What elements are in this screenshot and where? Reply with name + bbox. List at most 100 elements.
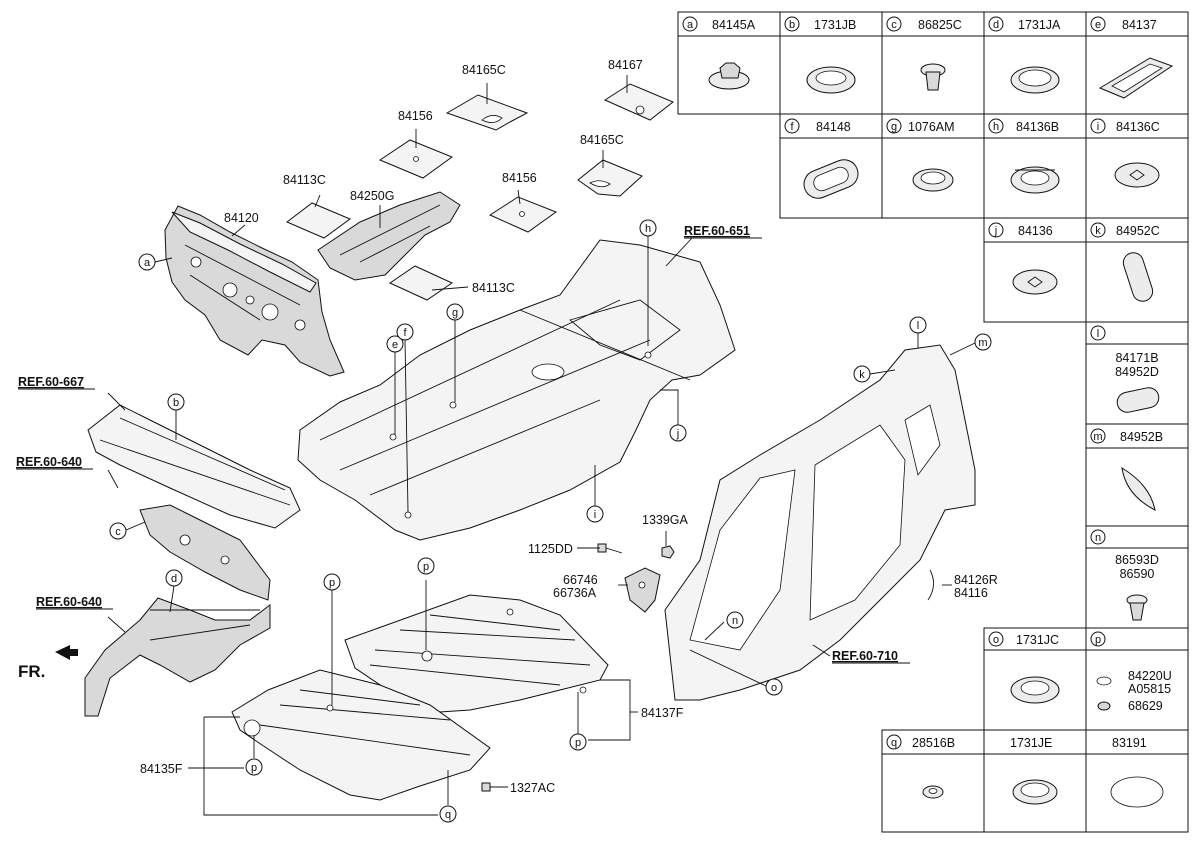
callout-66736A: 66736A — [553, 586, 597, 600]
front-direction-label: FR. — [18, 662, 45, 681]
callout-66746: 66746 — [563, 573, 598, 587]
symbol-84137 — [1098, 57, 1174, 99]
callout-1327AC: 1327AC — [510, 781, 555, 795]
leader-lines — [107, 75, 976, 816]
marker-b: b — [167, 393, 185, 411]
symbol-1731JE — [1012, 779, 1058, 805]
symbol-1731JC — [1010, 676, 1060, 704]
callout-84120: 84120 — [224, 211, 259, 225]
marker-q: q — [439, 805, 457, 823]
table-f-part: 84148 — [816, 120, 851, 134]
pad-84113C-b — [388, 265, 454, 301]
callout-84126R: 84126R — [954, 573, 998, 587]
bolt-1125DD — [597, 543, 623, 554]
under-cover-84137F — [344, 594, 609, 713]
side-panel-outer — [664, 344, 976, 701]
symbol-84136B — [1010, 166, 1060, 194]
pad-84165C-b — [577, 159, 643, 197]
pad-84156-a — [378, 139, 454, 179]
svg-text:c: c — [891, 19, 897, 31]
table-e-part: 84137 — [1122, 18, 1157, 32]
pad-84113C-a — [286, 202, 352, 239]
svg-text:p: p — [329, 577, 335, 589]
table-q3-part: 83191 — [1112, 736, 1147, 750]
callout-84250G: 84250G — [350, 189, 394, 203]
callout-84156-a: 84156 — [398, 109, 433, 123]
svg-text:b: b — [789, 19, 795, 31]
symbol-84952B — [1121, 467, 1156, 511]
svg-text:b: b — [173, 397, 179, 409]
table-n-part-1: 86593D — [1115, 553, 1159, 567]
callout-84113C-b: 84113C — [472, 281, 515, 295]
symbol-28516B — [922, 785, 944, 799]
diagram-letter-markers: a b c d e f g h i j k l m n o p p p p q — [109, 219, 992, 823]
callout-labels: 84120 84113C 84156 84165C 84167 84165C 8… — [140, 58, 998, 795]
svg-text:g: g — [452, 307, 458, 319]
marker-p4: p — [245, 758, 263, 776]
svg-text:h: h — [645, 223, 651, 235]
svg-text:n: n — [732, 615, 738, 627]
table-j-part: 84136 — [1018, 224, 1053, 238]
svg-text:l: l — [917, 320, 919, 332]
table-m-part: 84952B — [1120, 430, 1163, 444]
front-side-member — [84, 597, 271, 717]
bracket-66746 — [624, 567, 661, 613]
svg-text:p: p — [423, 561, 429, 573]
svg-text:f: f — [790, 121, 794, 133]
table-q-part: 28516B — [912, 736, 955, 750]
nut-1339GA — [661, 545, 675, 559]
table-g-part: 1076AM — [908, 120, 955, 134]
parts-legend-table: a b c d e f g h i j k l m n o p q 84145A… — [677, 11, 1189, 833]
svg-text:q: q — [445, 809, 451, 821]
table-p-part-3: 68629 — [1128, 699, 1163, 713]
table-h-part: 84136B — [1016, 120, 1059, 134]
callout-1339GA: 1339GA — [642, 513, 689, 527]
ref-60-640-a: REF.60-640 — [16, 455, 82, 469]
symbol-1076AM — [912, 168, 954, 192]
svg-text:p: p — [575, 737, 581, 749]
ref-60-667: REF.60-667 — [18, 375, 84, 389]
svg-text:q: q — [891, 737, 897, 749]
symbol-84952C — [1122, 252, 1154, 302]
ref-60-710: REF.60-710 — [832, 649, 898, 663]
table-c-part: 86825C — [918, 18, 962, 32]
insulator-84250G — [317, 191, 461, 281]
marker-a: a — [138, 253, 156, 271]
svg-text:o: o — [993, 634, 999, 646]
table-d-part: 1731JA — [1018, 18, 1061, 32]
svg-text:m: m — [978, 337, 987, 349]
marker-d: d — [165, 569, 183, 587]
table-p-part-2: A05815 — [1128, 682, 1171, 696]
svg-text:o: o — [771, 682, 777, 694]
marker-e: e — [386, 335, 404, 353]
cowl-panel-lower — [139, 504, 271, 601]
svg-text:e: e — [392, 339, 398, 351]
symbol-1731JB — [806, 66, 856, 94]
ref-60-640-b: REF.60-640 — [36, 595, 102, 609]
marker-m: m — [974, 333, 992, 351]
symbol-84136 — [1012, 269, 1058, 295]
marker-k: k — [853, 365, 871, 383]
dash-panel-84120 — [164, 205, 345, 377]
table-o-part: 1731JC — [1016, 633, 1059, 647]
ref-60-651: REF.60-651 — [684, 224, 750, 238]
marker-f: f — [396, 323, 414, 341]
svg-text:n: n — [1095, 532, 1101, 544]
callout-1125DD: 1125DD — [528, 542, 573, 556]
svg-text:g: g — [891, 121, 897, 133]
svg-text:a: a — [144, 257, 151, 269]
table-k-part: 84952C — [1116, 224, 1160, 238]
table-i-part: 84136C — [1116, 120, 1160, 134]
callout-84113C-a: 84113C — [283, 173, 326, 187]
svg-text:i: i — [594, 509, 596, 521]
svg-text:c: c — [115, 526, 121, 538]
symbol-84220U — [1096, 676, 1112, 686]
marker-g: g — [446, 303, 464, 321]
svg-text:d: d — [993, 19, 999, 31]
symbol-84136C — [1114, 162, 1160, 188]
marker-p1: p — [323, 573, 341, 591]
cowl-panel-upper — [87, 404, 301, 529]
table-p-part-1: 84220U — [1128, 669, 1172, 683]
symbol-86825C — [920, 63, 946, 91]
